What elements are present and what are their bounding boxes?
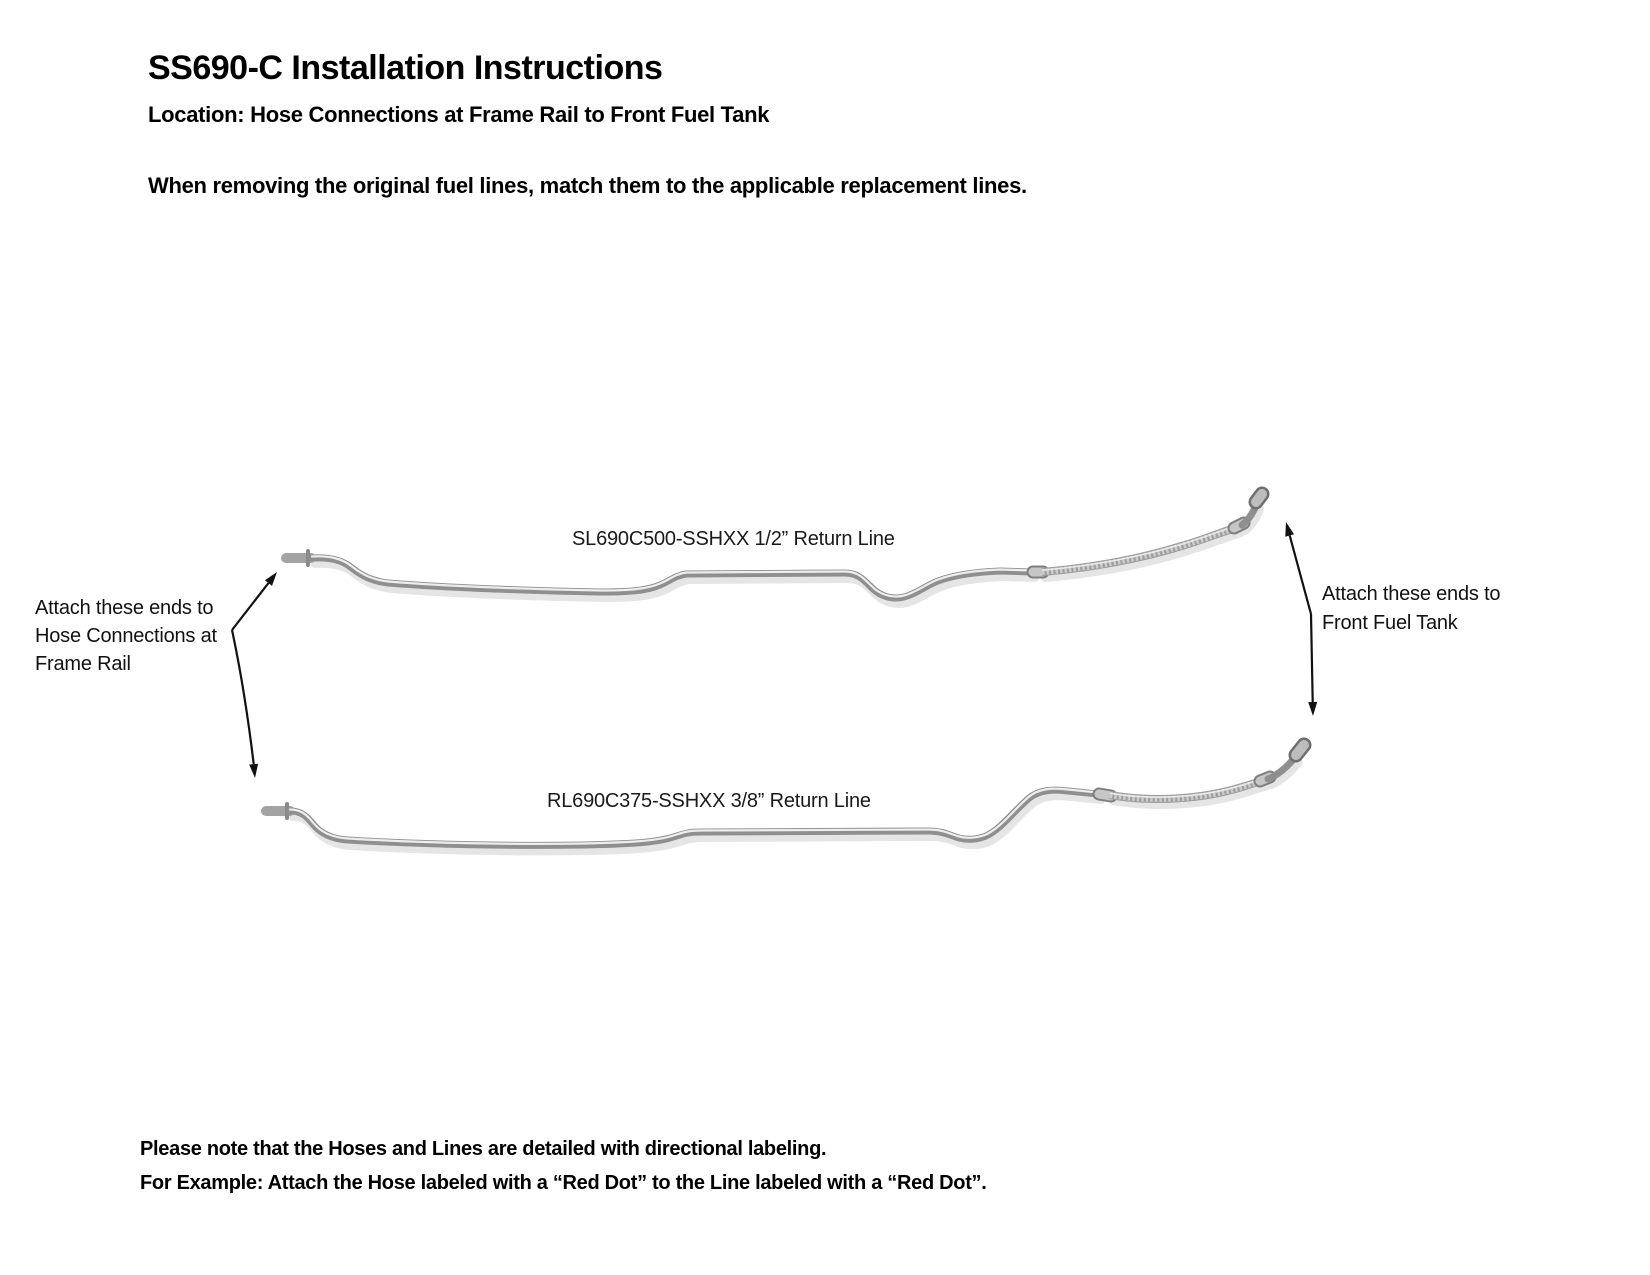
frame-rail-arrow-bottom-line [230,629,255,765]
top-line-braid-highlight [1041,524,1239,571]
fuel-tank-annotation: Attach these ends to Front Fuel Tank [1322,580,1501,638]
frame-rail-arrow-top-line [231,582,270,631]
frame-rail-annotation: Attach these ends to Hose Connections at… [35,594,217,678]
top-line-metal-tube [308,554,1036,602]
top-line-shadow [311,505,1264,608]
frame-rail-annotation-line2: Hose Connections at [35,625,217,647]
fuel-tank-arrow-up-head [1285,522,1294,537]
fuel-tank-callout-arrows [1285,522,1318,716]
fuel-tank-arrow-up-line [1288,535,1313,615]
bottom-line-collar-left-face [1094,789,1116,801]
bottom-line-tube-shadow [289,792,1105,856]
page-title: SS690-C Installation Instructions [148,48,663,87]
bottom-return-line-photo [261,737,1312,856]
frame-rail-annotation-line3: Frame Rail [35,653,131,675]
top-return-line-photo [281,486,1270,608]
top-line-tube-shadow [311,559,1039,608]
top-line-braid-texture [1041,524,1239,575]
frame-rail-arrow-bottom-head [249,763,259,778]
note-line2: For Example: Attach the Hose labeled wit… [140,1172,987,1194]
location-subtitle: Location: Hose Connections at Frame Rail… [148,102,770,128]
top-line-end-fitting-face [1251,489,1267,507]
bottom-line-hose-shadow [1109,758,1303,809]
frame-rail-callout-arrows [230,572,277,778]
fuel-tank-arrow-down-head [1308,701,1318,716]
bottom-line-end-fitting-face [1291,740,1309,760]
top-line-hose-shadow [1041,505,1264,582]
bottom-line-metal-highlight [288,787,1100,845]
fuel-tank-arrow-down-line [1309,613,1314,703]
fuel-tank-annotation-line1: Attach these ends to [1322,583,1501,605]
frame-rail-arrow-top-head [264,572,277,586]
fuel-tank-annotation-line2: Front Fuel Tank [1322,612,1458,634]
top-line-label: SL690C500-SSHXX 1/2” Return Line [572,528,895,550]
note-line1: Please note that the Hoses and Lines are… [140,1138,827,1160]
bottom-line-metal-tube [286,786,1102,849]
frame-rail-annotation-line1: Attach these ends to [35,597,214,619]
intro-text: When removing the original fuel lines, m… [148,173,1027,198]
top-line-metal-highlight [310,555,1034,598]
directional-labeling-note: Please note that the Hoses and Lines are… [140,1132,987,1200]
bottom-line-shadow [289,758,1303,856]
bottom-line-label: RL690C375-SSHXX 3/8” Return Line [547,790,871,812]
